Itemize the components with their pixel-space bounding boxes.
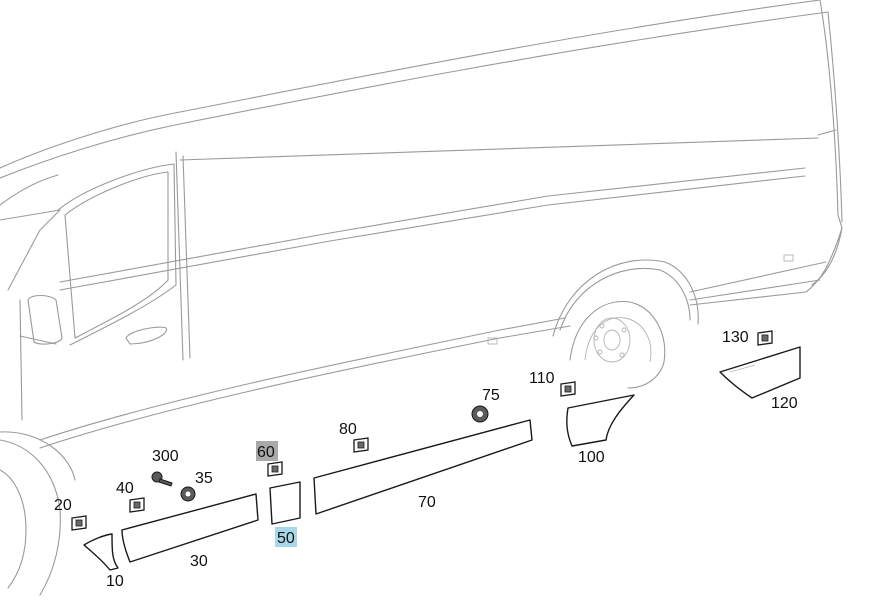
callout-10: 10 (106, 573, 124, 590)
callout-35: 35 (195, 470, 213, 487)
van-outline (0, 0, 843, 596)
clip-40 (129, 497, 145, 513)
callout-50-highlight (275, 527, 297, 547)
screw-300 (151, 471, 173, 487)
callout-40: 40 (116, 480, 134, 497)
callout-300: 300 (152, 448, 179, 465)
callout-30: 30 (190, 553, 208, 570)
part-120-rear-molding (719, 346, 801, 399)
fastener-35 (180, 486, 196, 502)
part-70-trim-strip (313, 419, 533, 515)
clip-110 (560, 381, 576, 397)
part-50-trim-strip (269, 481, 301, 525)
callout-110: 110 (529, 370, 555, 387)
callout-60: 60 (257, 444, 275, 461)
callout-100: 100 (578, 449, 605, 466)
clip-80 (353, 437, 369, 453)
callout-60-highlight (256, 441, 278, 461)
callout-20: 20 (54, 497, 72, 514)
clip-20 (71, 515, 87, 531)
part-30-trim-strip (121, 493, 259, 563)
callout-130: 130 (722, 329, 749, 346)
callout-75: 75 (482, 387, 500, 404)
callout-120: 120 (771, 395, 798, 412)
fastener-75 (471, 405, 489, 423)
part-10-front-arch-molding (83, 533, 119, 571)
clip-60 (267, 461, 283, 477)
part-100-rear-arch-molding (566, 394, 635, 447)
callout-50: 50 (277, 530, 295, 547)
callout-70: 70 (418, 494, 436, 511)
callout-80: 80 (339, 421, 357, 438)
clip-130 (757, 330, 773, 346)
